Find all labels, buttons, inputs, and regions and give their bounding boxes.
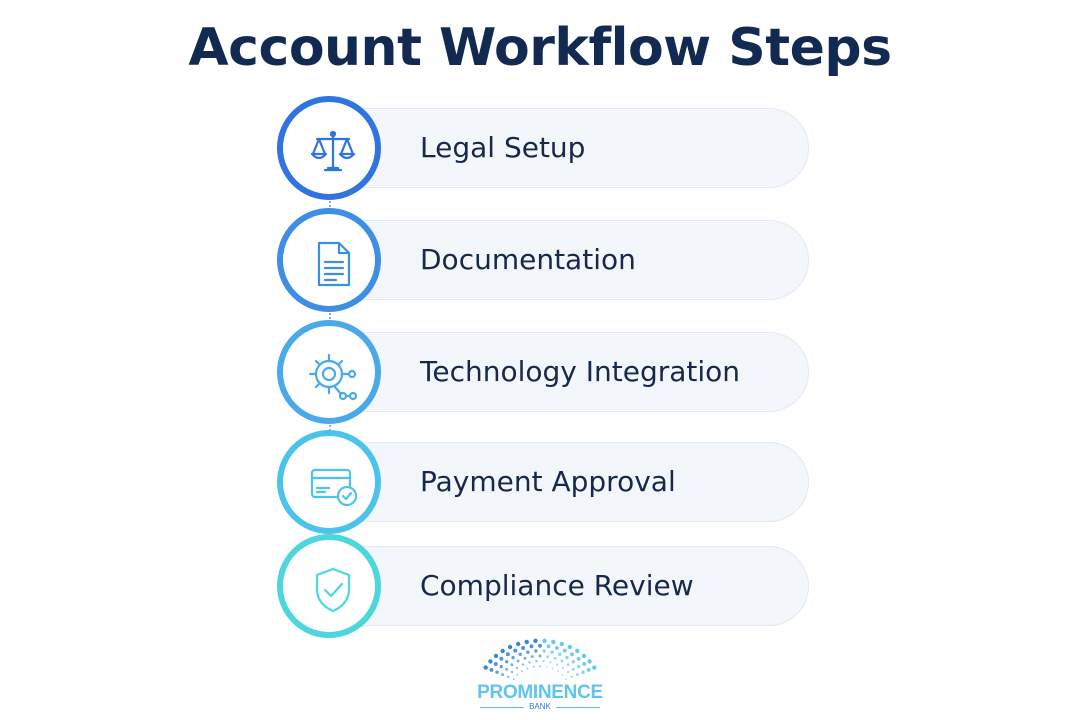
step-compliance-review: Compliance Review <box>277 534 811 638</box>
gear-network-icon <box>308 353 358 401</box>
step-technology-integration: Technology Integration <box>277 320 811 424</box>
step-pill <box>317 442 809 522</box>
step-pill <box>317 332 809 412</box>
credit-card-check-icon <box>310 468 358 507</box>
logo-dot-arc-icon <box>483 638 597 681</box>
logo-subtitle: BANK <box>529 702 551 711</box>
step-label: Compliance Review <box>420 569 694 602</box>
step-icon-circle <box>277 430 381 534</box>
scale-icon <box>310 130 356 172</box>
step-icon-circle <box>277 96 381 200</box>
logo-rule-left <box>480 707 524 708</box>
step-documentation: Documentation <box>277 208 811 312</box>
step-payment-approval: Payment Approval <box>277 430 811 534</box>
step-pill <box>317 108 809 188</box>
step-icon-circle <box>277 320 381 424</box>
step-pill <box>317 546 809 626</box>
page-title: Account Workflow Steps <box>188 18 892 78</box>
step-icon-circle <box>277 534 381 638</box>
step-legal-setup: Legal Setup <box>277 96 811 200</box>
shield-check-icon <box>315 567 351 613</box>
logo-rule-right <box>556 707 600 708</box>
step-label: Legal Setup <box>420 131 586 164</box>
step-label: Technology Integration <box>420 355 741 388</box>
logo-name: PROMINENCE <box>477 682 603 703</box>
step-pill <box>317 220 809 300</box>
document-icon <box>317 241 351 287</box>
prominence-bank-logo: PROMINENCE BANK <box>470 632 610 712</box>
step-icon-circle <box>277 208 381 312</box>
step-label: Documentation <box>420 243 636 276</box>
step-label: Payment Approval <box>420 465 676 498</box>
